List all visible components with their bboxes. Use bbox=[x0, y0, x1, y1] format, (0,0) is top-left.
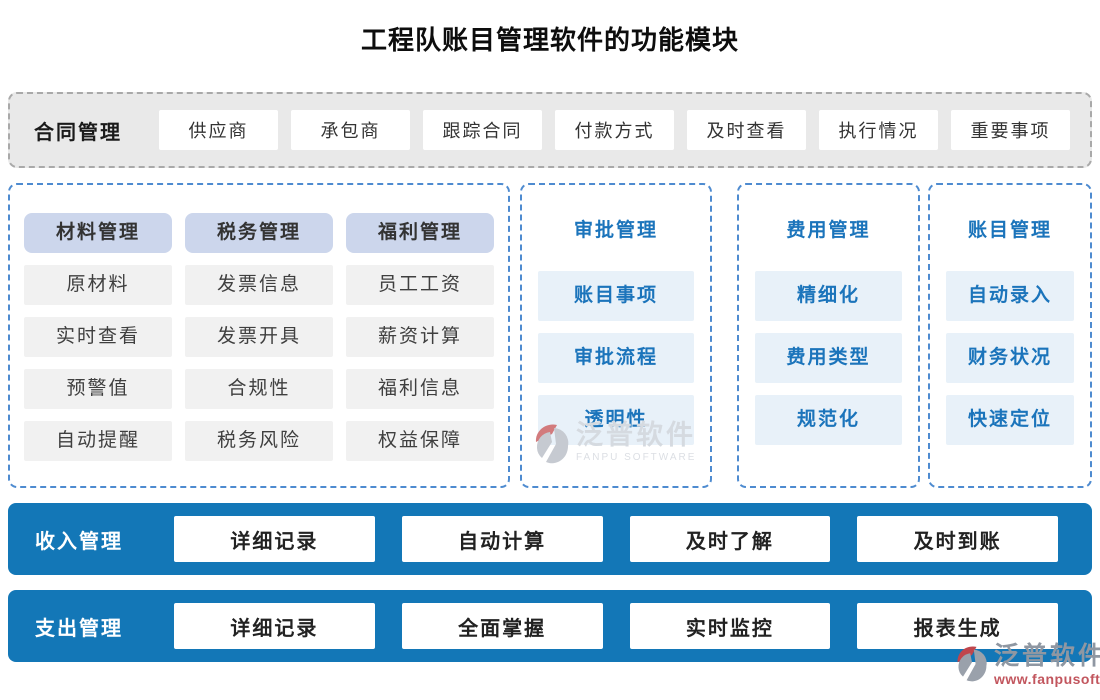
contract-item-execution-status[interactable]: 执行情况 bbox=[819, 110, 938, 150]
panel-header-fee: 费用管理 bbox=[786, 220, 871, 241]
welfare-item-rights-protection[interactable]: 权益保障 bbox=[346, 421, 494, 461]
group-header-tax: 税务管理 bbox=[185, 213, 333, 253]
welfare-item-employee-salary[interactable]: 员工工资 bbox=[346, 265, 494, 305]
expense-management-bar: 支出管理 详细记录 全面掌握 实时监控 报表生成 bbox=[8, 590, 1092, 662]
tax-item-invoice-issue[interactable]: 发票开具 bbox=[185, 317, 333, 357]
material-item-auto-remind[interactable]: 自动提醒 bbox=[24, 421, 172, 461]
panel-header-approval: 审批管理 bbox=[573, 220, 658, 241]
fee-item-refinement[interactable]: 精细化 bbox=[755, 271, 902, 321]
expense-item-detailed-record[interactable]: 详细记录 bbox=[174, 603, 375, 649]
income-bar-label: 收入管理 bbox=[35, 530, 123, 553]
tax-item-compliance[interactable]: 合规性 bbox=[185, 369, 333, 409]
income-item-timely-arrival[interactable]: 及时到账 bbox=[857, 516, 1058, 562]
approval-item-account-matters[interactable]: 账目事项 bbox=[538, 271, 694, 321]
approval-item-approval-flow[interactable]: 审批流程 bbox=[538, 333, 694, 383]
approval-management-section: 审批管理 账目事项 审批流程 透明性 bbox=[520, 183, 712, 488]
contract-management-section: 合同管理 供应商 承包商 跟踪合同 付款方式 及时查看 执行情况 重要事项 bbox=[8, 92, 1092, 168]
contract-item-supplier[interactable]: 供应商 bbox=[159, 110, 278, 150]
welfare-item-salary-calc[interactable]: 薪资计算 bbox=[346, 317, 494, 357]
account-item-auto-entry[interactable]: 自动录入 bbox=[946, 271, 1074, 321]
fee-item-fee-type[interactable]: 费用类型 bbox=[755, 333, 902, 383]
watermark-url-text: www.fanpusoft.com bbox=[994, 671, 1100, 687]
contract-item-timely-view[interactable]: 及时查看 bbox=[687, 110, 806, 150]
contract-item-important-matters[interactable]: 重要事项 bbox=[951, 110, 1070, 150]
contract-item-track-contract[interactable]: 跟踪合同 bbox=[423, 110, 542, 150]
expense-bar-label: 支出管理 bbox=[35, 617, 123, 640]
tax-item-tax-risk[interactable]: 税务风险 bbox=[185, 421, 333, 461]
expense-item-report-generation[interactable]: 报表生成 bbox=[857, 603, 1058, 649]
income-item-auto-calc[interactable]: 自动计算 bbox=[401, 516, 603, 562]
panel-header-account: 账目管理 bbox=[967, 220, 1052, 241]
material-item-raw-material[interactable]: 原材料 bbox=[24, 265, 172, 305]
account-item-financial-status[interactable]: 财务状况 bbox=[946, 333, 1074, 383]
page-title: 工程队账目管理软件的功能模块 bbox=[360, 26, 739, 55]
income-item-detailed-record[interactable]: 详细记录 bbox=[174, 516, 375, 562]
group-header-material: 材料管理 bbox=[24, 213, 172, 253]
contract-item-payment-method[interactable]: 付款方式 bbox=[555, 110, 674, 150]
contract-section-label: 合同管理 bbox=[34, 121, 122, 144]
fee-management-section: 费用管理 精细化 费用类型 规范化 bbox=[737, 183, 920, 488]
welfare-item-welfare-info[interactable]: 福利信息 bbox=[346, 369, 494, 409]
expense-item-full-grasp[interactable]: 全面掌握 bbox=[401, 603, 603, 649]
material-item-realtime-view[interactable]: 实时查看 bbox=[24, 317, 172, 357]
account-management-section: 账目管理 自动录入 财务状况 快速定位 bbox=[928, 183, 1092, 488]
income-management-bar: 收入管理 详细记录 自动计算 及时了解 及时到账 bbox=[8, 503, 1092, 575]
tax-item-invoice-info[interactable]: 发票信息 bbox=[185, 265, 333, 305]
income-item-timely-know[interactable]: 及时了解 bbox=[629, 516, 831, 562]
group-header-welfare: 福利管理 bbox=[346, 213, 494, 253]
material-item-warning-value[interactable]: 预警值 bbox=[24, 369, 172, 409]
expense-item-realtime-monitor[interactable]: 实时监控 bbox=[629, 603, 831, 649]
fee-item-standardization[interactable]: 规范化 bbox=[755, 395, 902, 445]
contract-item-contractor[interactable]: 承包商 bbox=[291, 110, 410, 150]
account-item-quick-locate[interactable]: 快速定位 bbox=[946, 395, 1074, 445]
material-tax-welfare-section: 材料管理 税务管理 福利管理 原材料 发票信息 员工工资 实时查看 发票开具 薪… bbox=[8, 183, 510, 488]
approval-item-transparency[interactable]: 透明性 bbox=[538, 395, 694, 445]
